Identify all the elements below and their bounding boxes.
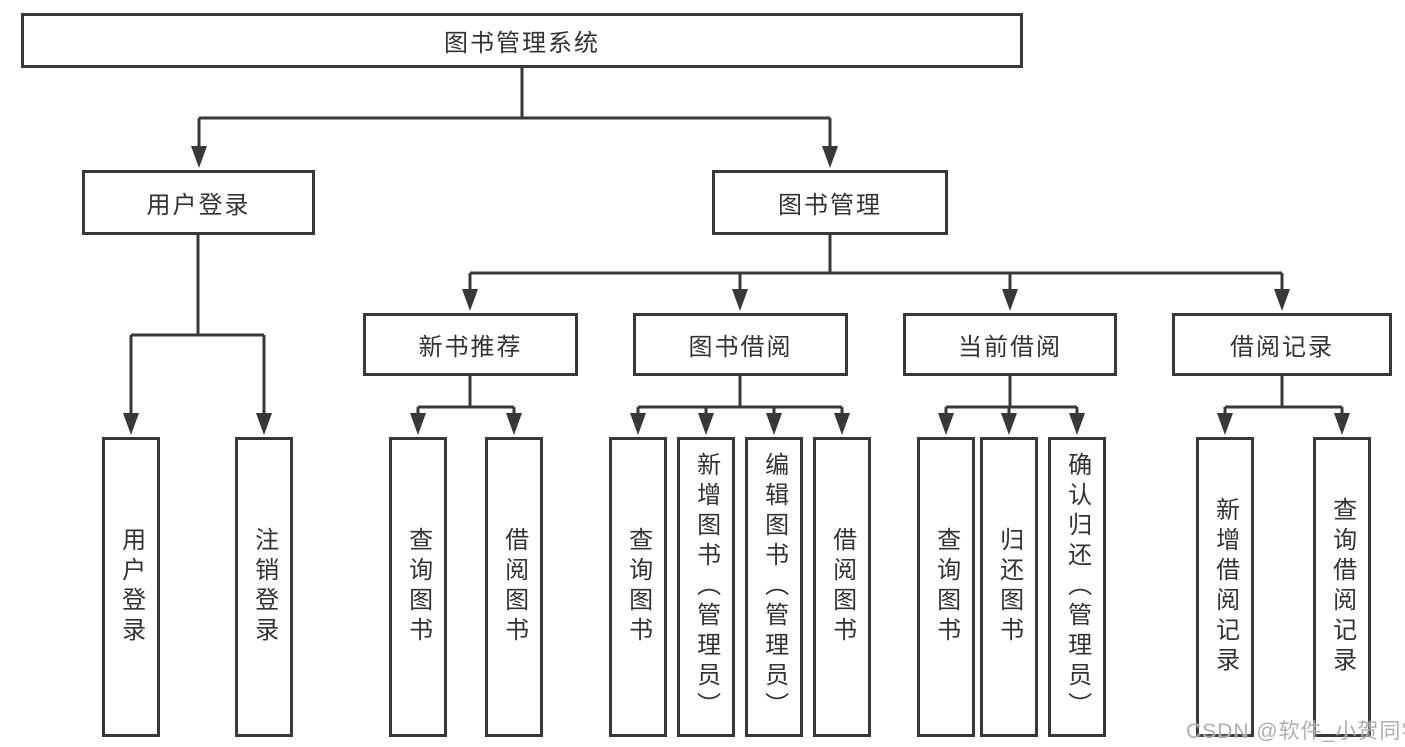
leaf-logout: 注销登录 [235, 437, 293, 737]
arrowhead-current-borrowing [1002, 289, 1018, 311]
leaf-borrowing-borrow-books: 借阅图书 [813, 437, 871, 737]
arrowhead-borrowing-edit [766, 413, 782, 435]
arrowhead-user-login [191, 146, 207, 168]
arrowhead-leaf-logout [256, 413, 272, 435]
leaf-borrowing-edit-books-admin: 编辑图书（管理员） [745, 437, 803, 737]
leaf-label: 新增借阅记录 [1211, 497, 1239, 677]
connector-book-management-children [468, 235, 1284, 293]
watermark-csdn: CSDN @软件_小贺同学 [1186, 720, 1405, 743]
leaf-recommend-borrow-books: 借阅图书 [485, 437, 543, 737]
leaf-label: 借阅图书 [828, 527, 856, 647]
arrowhead-borrowing-query [630, 413, 646, 435]
node-library-management-system: 图书管理系统 [21, 13, 1023, 68]
leaf-label: 注销登录 [250, 527, 278, 647]
arrowhead-borrowing-borrow [834, 413, 850, 435]
arrowhead-new-book-recommendation [462, 289, 478, 311]
leaf-label: 查询图书 [624, 527, 652, 647]
node-current-borrowing: 当前借阅 [903, 313, 1117, 376]
node-book-management: 图书管理 [712, 170, 948, 235]
node-label: 图书管理 [778, 192, 882, 219]
arrowhead-records-query [1334, 413, 1350, 435]
connector-current-children [944, 376, 1079, 417]
node-new-book-recommendation: 新书推荐 [363, 313, 578, 376]
leaf-label: 归还图书 [995, 527, 1023, 647]
node-label: 当前借阅 [958, 334, 1062, 361]
arrowhead-borrowing-add [698, 413, 714, 435]
leaf-label: 查询图书 [404, 527, 432, 647]
leaf-user-login: 用户登录 [102, 437, 160, 737]
leaf-label: 用户登录 [117, 527, 145, 647]
leaf-borrowing-add-books-admin: 新增图书（管理员） [677, 437, 735, 737]
leaf-current-confirm-return-admin: 确认归还（管理员） [1048, 437, 1106, 737]
leaf-label: 确认归还（管理员） [1063, 452, 1091, 722]
connector-user-login-children [129, 235, 266, 417]
arrowhead-recommend-borrow [506, 413, 522, 435]
leaf-label: 借阅图书 [500, 527, 528, 647]
leaf-current-return-books: 归还图书 [980, 437, 1038, 737]
node-user-login: 用户登录 [82, 170, 315, 235]
arrowhead-current-return [1001, 413, 1017, 435]
node-label: 新书推荐 [418, 334, 523, 361]
node-book-borrowing: 图书借阅 [633, 313, 848, 376]
arrowhead-current-query [938, 413, 954, 435]
arrowhead-book-management [822, 146, 838, 168]
node-label: 借阅记录 [1230, 334, 1334, 361]
arrowhead-borrowing-records [1274, 289, 1290, 311]
leaf-label: 查询图书 [932, 527, 960, 647]
leaf-borrowing-query-books: 查询图书 [609, 437, 667, 737]
connector-borrowing-children [636, 376, 844, 417]
connector-root-to-level2 [197, 68, 832, 150]
leaf-label: 编辑图书（管理员） [760, 452, 788, 722]
arrowhead-records-add [1217, 413, 1233, 435]
node-borrowing-records: 借阅记录 [1172, 313, 1392, 376]
leaf-label: 新增图书（管理员） [692, 452, 720, 722]
node-label: 图书管理系统 [444, 30, 600, 57]
arrowhead-book-borrowing [732, 289, 748, 311]
leaf-current-query-books: 查询图书 [917, 437, 975, 737]
connector-recommendation-children [416, 376, 516, 417]
connector-records-children [1223, 376, 1344, 417]
leaf-recommend-query-books: 查询图书 [389, 437, 447, 737]
arrowhead-leaf-user-login [123, 413, 139, 435]
node-label: 用户登录 [146, 192, 251, 219]
node-label: 图书借阅 [688, 334, 793, 361]
arrowhead-recommend-query [410, 413, 426, 435]
arrowhead-current-confirm [1069, 413, 1085, 435]
leaf-label: 查询借阅记录 [1328, 497, 1356, 677]
leaf-records-query-record: 查询借阅记录 [1313, 437, 1371, 737]
leaf-records-add-record: 新增借阅记录 [1196, 437, 1254, 737]
